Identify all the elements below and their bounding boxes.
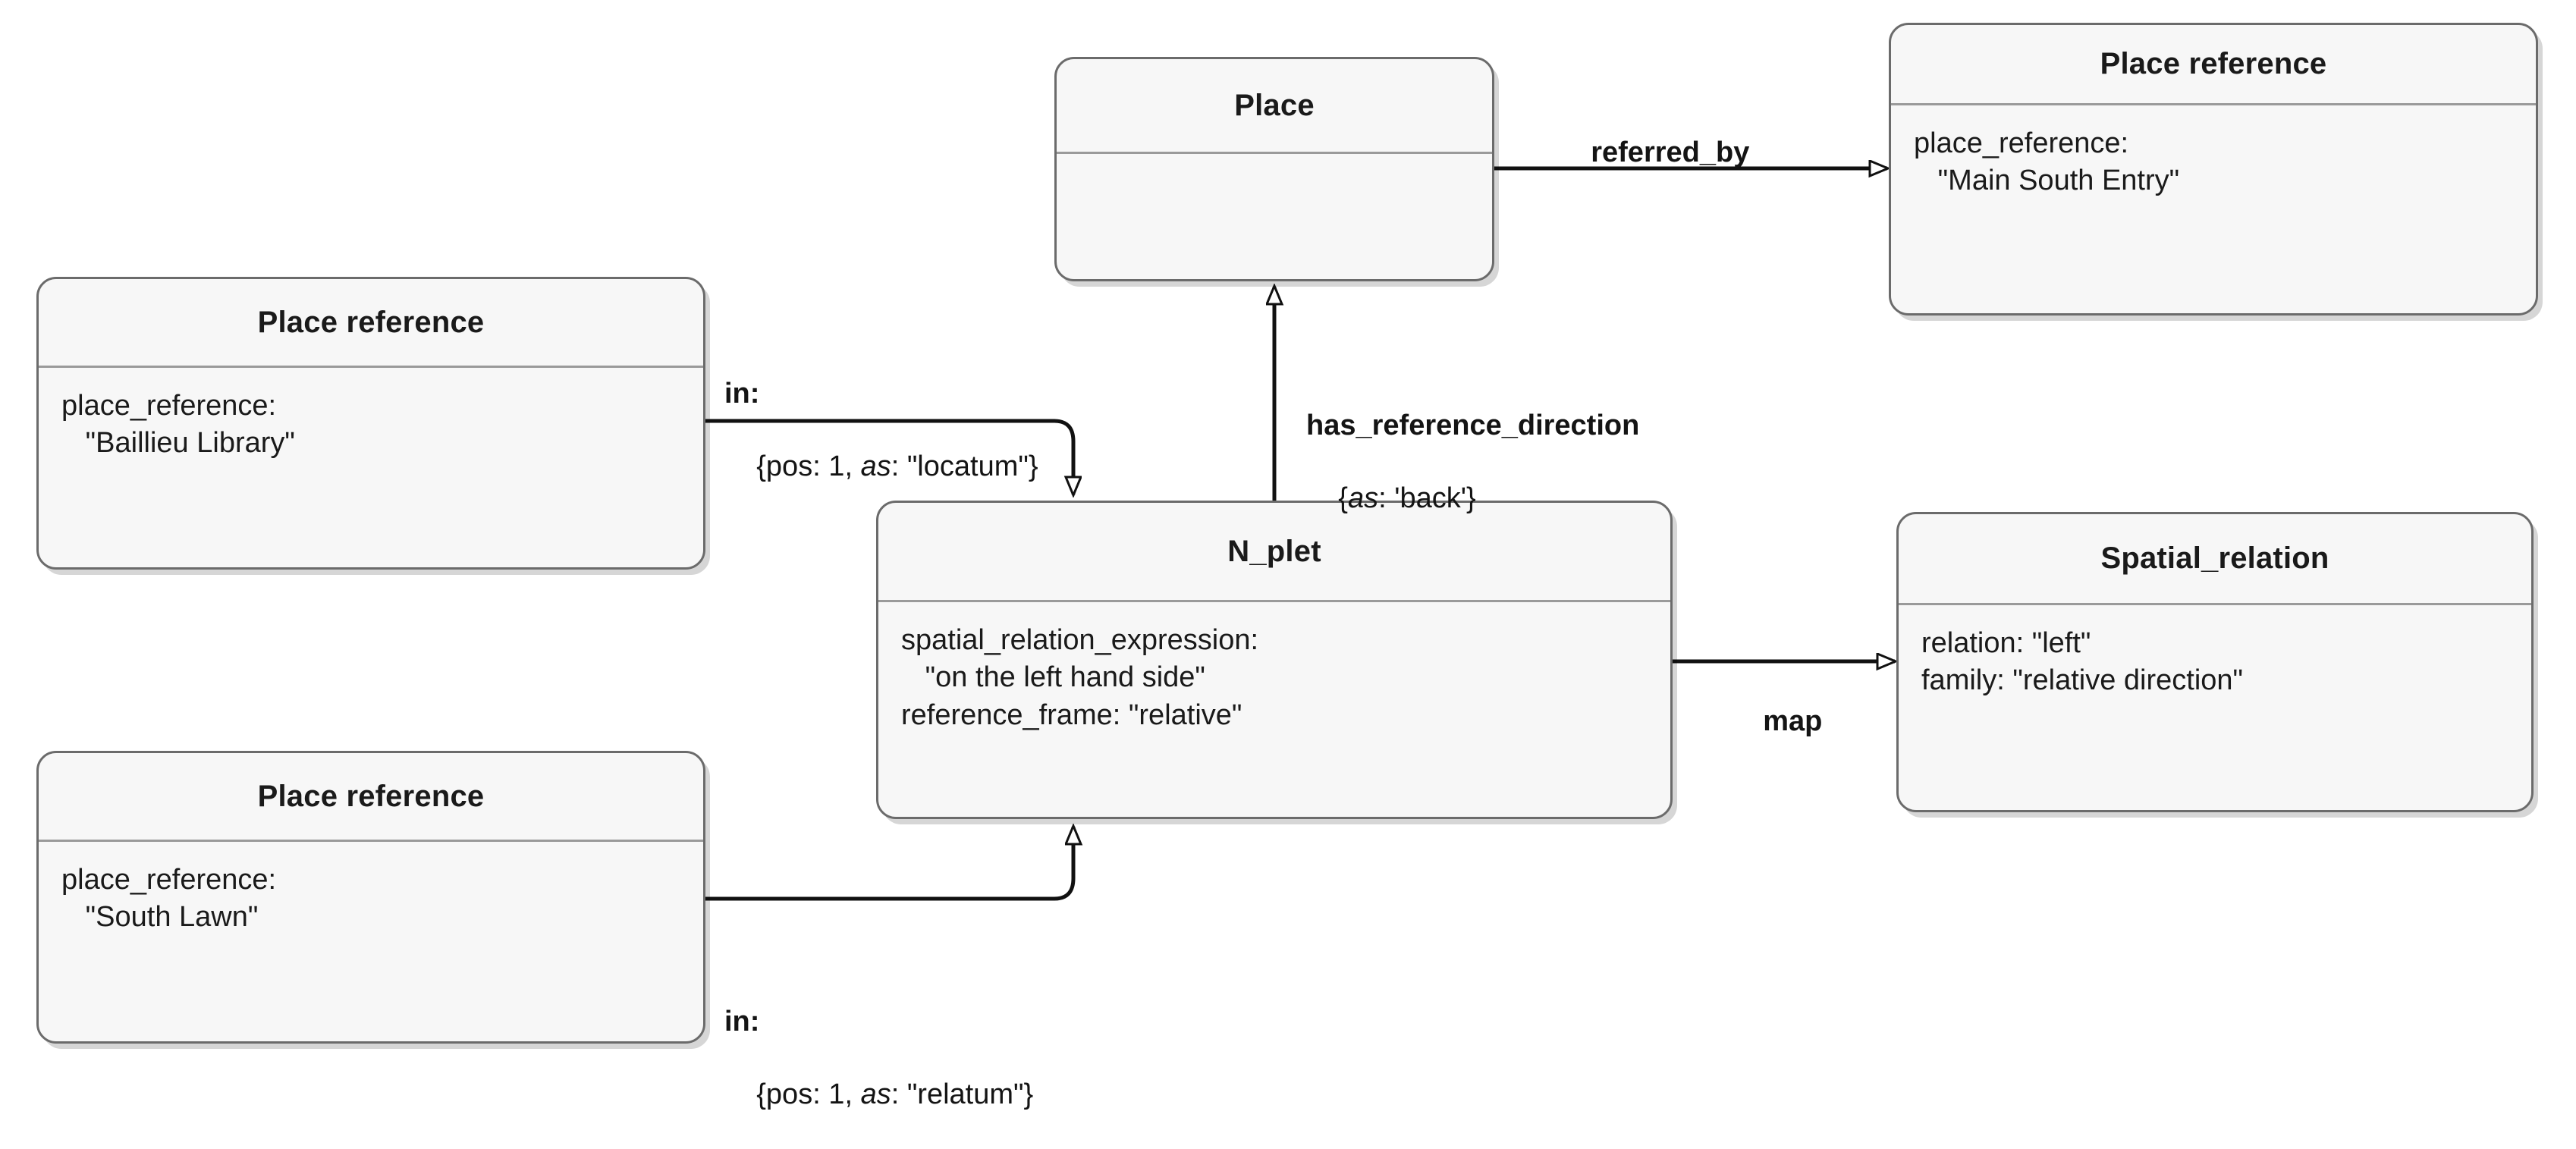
node-n-plet-title: N_plet — [1227, 534, 1321, 568]
qualifier-suffix: : 'back'} — [1378, 482, 1476, 514]
qualifier-suffix: : "locatum"} — [891, 450, 1038, 482]
attribute-place-reference-value: "Main South Entry" — [1914, 165, 2180, 197]
edge-label-in-relatum: in: {pos: 1, as: "relatum"} — [724, 931, 1033, 1149]
qualifier-keyword: as — [1347, 482, 1379, 514]
edge-label-has-reference-direction-name: has_reference_direction — [1306, 409, 1640, 441]
node-place-title: Place — [1234, 88, 1315, 122]
qualifier-prefix: {pos: 1, — [756, 1078, 861, 1110]
node-spatial-relation-body: relation: "left" family: "relative direc… — [1899, 605, 2531, 810]
attribute-place-reference-key: place_reference: — [61, 390, 277, 422]
attribute-spatial-relation-expression-value: "on the left hand side" — [901, 661, 1205, 694]
attribute-reference-frame: reference_frame: "relative" — [901, 699, 1242, 731]
attribute-place-reference-key: place_reference: — [1914, 127, 2129, 159]
attribute-spatial-relation-expression-key: spatial_relation_expression: — [901, 624, 1259, 656]
edge-in-relatum — [705, 827, 1073, 901]
node-place-reference-south-lawn[interactable]: Place reference place_reference: "South … — [36, 751, 705, 1044]
node-place-body — [1057, 154, 1492, 279]
edge-label-map-text: map — [1763, 705, 1823, 737]
edge-label-in-locatum: in: {pos: 1, as: "locatum"} — [724, 303, 1038, 521]
edge-label-referred-by-text: referred_by — [1591, 136, 1750, 168]
qualifier-suffix: : "relatum"} — [891, 1078, 1034, 1110]
qualifier-prefix: { — [1338, 482, 1348, 514]
node-spatial-relation[interactable]: Spatial_relation relation: "left" family… — [1896, 512, 2534, 812]
attribute-place-reference-value: "South Lawn" — [61, 901, 259, 934]
node-spatial-relation-titlebar: Spatial_relation — [1899, 514, 2531, 605]
node-place-reference-main-south-entry-titlebar: Place reference — [1891, 25, 2536, 105]
node-place-reference-main-south-entry[interactable]: Place reference place_reference: "Main S… — [1889, 23, 2538, 316]
attribute-place-reference-value: "Baillieu Library" — [61, 427, 295, 460]
node-n-plet[interactable]: N_plet spatial_relation_expression: "on … — [876, 501, 1673, 819]
qualifier-keyword: as — [860, 450, 891, 482]
node-place-reference-south-lawn-body: place_reference: "South Lawn" — [39, 842, 703, 1041]
node-place-titlebar: Place — [1057, 59, 1492, 154]
qualifier-keyword: as — [860, 1078, 891, 1110]
edge-label-in-locatum-name: in: — [724, 377, 760, 410]
node-n-plet-titlebar: N_plet — [878, 503, 1670, 602]
node-place[interactable]: Place — [1054, 57, 1494, 281]
attribute-place-reference-key: place_reference: — [61, 864, 277, 896]
diagram-canvas: Place Place reference place_reference: "… — [36, 23, 2538, 1110]
attribute-family: family: "relative direction" — [1921, 664, 2244, 697]
node-place-reference-south-lawn-title: Place reference — [257, 779, 485, 813]
edge-label-in-locatum-qualifier: {pos: 1, as: "locatum"} — [756, 450, 1038, 482]
edge-label-in-relatum-name: in: — [724, 1005, 760, 1038]
node-place-reference-baillieu-library-body: place_reference: "Baillieu Library" — [39, 368, 703, 567]
edge-label-has-reference-direction: has_reference_direction {as: 'back'} — [1306, 335, 1639, 553]
node-place-reference-baillieu-library[interactable]: Place reference place_reference: "Bailli… — [36, 277, 705, 570]
node-n-plet-body: spatial_relation_expression: "on the lef… — [878, 602, 1670, 817]
node-spatial-relation-title: Spatial_relation — [2100, 542, 2329, 575]
edge-label-has-reference-direction-qualifier: {as: 'back'} — [1338, 482, 1475, 514]
node-place-reference-south-lawn-titlebar: Place reference — [39, 753, 703, 842]
edge-label-in-relatum-qualifier: {pos: 1, as: "relatum"} — [756, 1078, 1033, 1110]
node-place-reference-baillieu-library-titlebar: Place reference — [39, 279, 703, 368]
qualifier-prefix: {pos: 1, — [756, 450, 861, 482]
node-place-reference-main-south-entry-title: Place reference — [2100, 47, 2327, 80]
attribute-relation: relation: "left" — [1921, 627, 2091, 659]
node-place-reference-main-south-entry-body: place_reference: "Main South Entry" — [1891, 105, 2536, 313]
edge-label-map: map — [1731, 667, 1822, 777]
edge-label-referred-by: referred_by — [1559, 99, 1749, 208]
node-place-reference-baillieu-library-title: Place reference — [257, 305, 485, 339]
